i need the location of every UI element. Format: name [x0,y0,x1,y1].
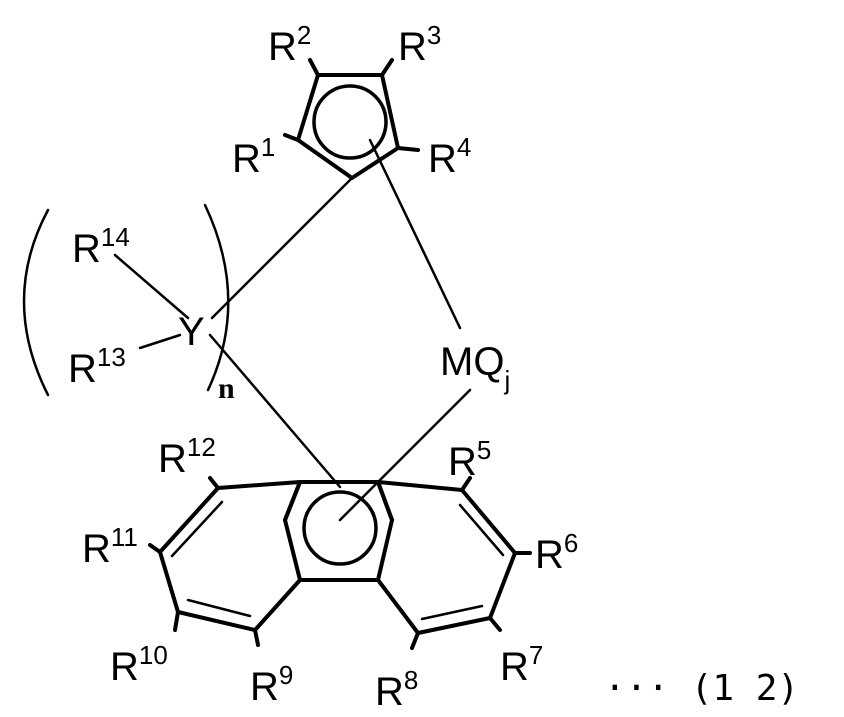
repeat-index-n: n [218,372,235,405]
fluorenyl-ring-system [160,482,515,633]
label-r4: R4 [428,132,471,181]
label-r14: R14 [72,222,130,271]
label-r12: R12 [158,432,216,481]
label-r3: R3 [398,20,441,69]
metal-center-label: MQj [440,340,510,395]
label-r9: R9 [250,660,293,709]
bridge-atom-y: Y [178,310,205,354]
label-r6: R6 [535,528,578,577]
label-r13: R13 [68,342,126,391]
label-r1: R1 [232,132,275,181]
label-r11: R11 [82,522,138,571]
label-r10: R10 [110,640,168,689]
equation-number: ··· (1 2) [604,668,799,709]
cyclopentadienyl-ring [298,75,398,178]
label-r2: R2 [268,20,311,69]
label-r8: R8 [375,665,418,714]
label-r7: R7 [500,640,543,689]
label-r5: R5 [448,435,491,484]
